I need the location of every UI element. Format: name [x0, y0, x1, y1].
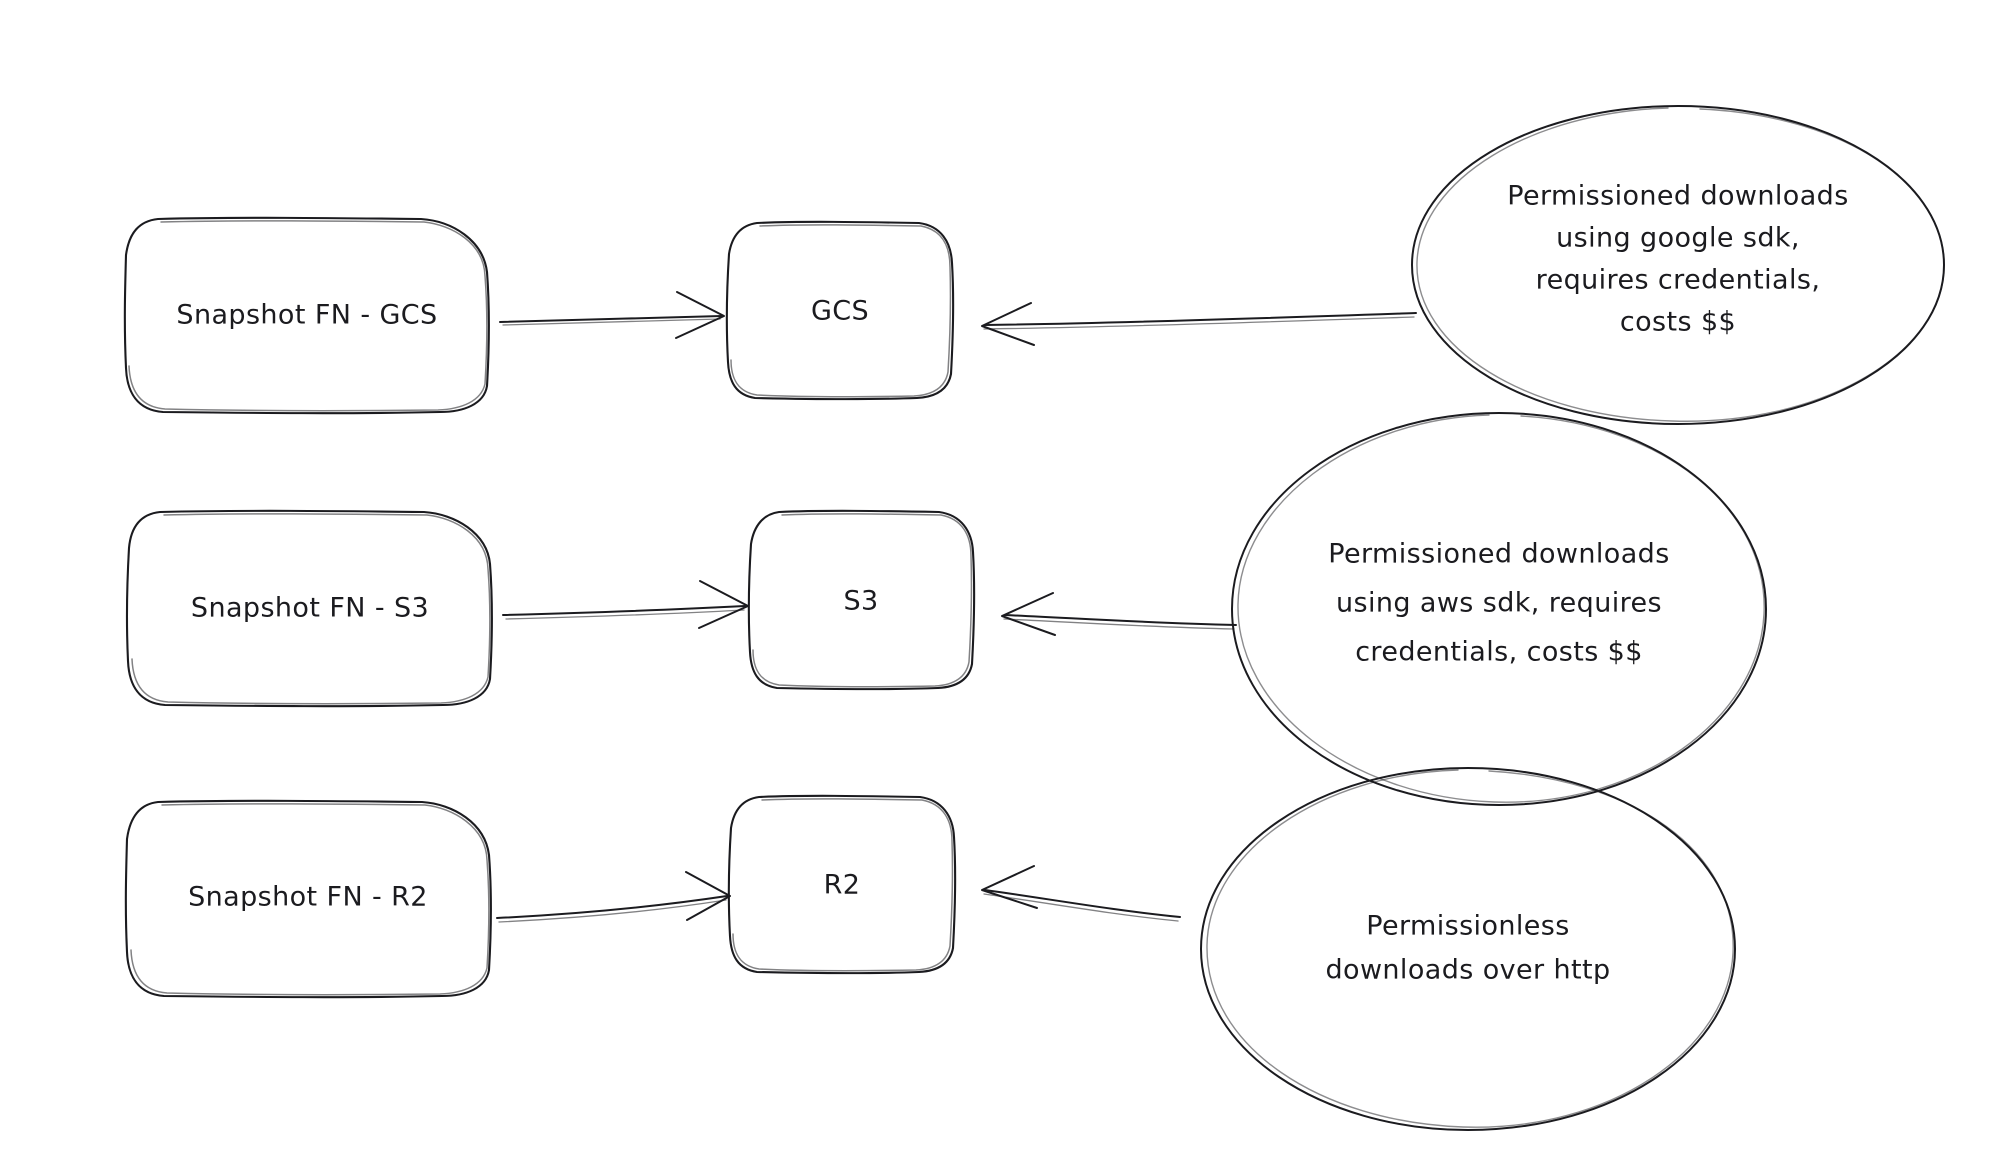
node-r2-outline [727, 794, 957, 975]
arrow-note-s3-shaft-overdraw [1003, 618, 1235, 630]
node-snapshot-fn-r2[interactable]: Snapshot FN - R2 [124, 799, 492, 999]
arrow-snapshot-fn-gcs-to-gcs [499, 291, 725, 339]
node-r2[interactable]: R2 [727, 794, 957, 975]
arrow-note-gcs-shaft-overdraw [983, 316, 1415, 330]
arrow-note-r2-shaft [984, 889, 1181, 918]
arrow-gcs-shaft [499, 315, 723, 323]
note-s3-line-3: credentials, costs $$ [1355, 637, 1643, 668]
note-r2-outline-overdraw [1206, 769, 1734, 1128]
node-snapshot-fn-r2-outline-overdraw [130, 803, 490, 996]
arrow-r2-head [685, 871, 731, 921]
note-gcs-line-2: using google sdk, [1556, 223, 1800, 254]
node-snapshot-fn-r2-outline [124, 799, 492, 999]
node-s3-outline [747, 509, 976, 691]
arrow-r2-shaft-overdraw [498, 899, 727, 923]
note-s3-line-1: Permissioned downloads [1328, 539, 1669, 570]
arrow-note-s3-shaft [1004, 614, 1237, 626]
node-gcs-outline-overdraw [730, 224, 952, 398]
arrow-snapshot-fn-r2-to-r2 [496, 871, 731, 923]
note-s3-line-2: using aws sdk, requires [1336, 588, 1662, 619]
note-gcs-line-3: requires credentials, [1536, 265, 1821, 296]
note-gcs-line-1: Permissioned downloads [1507, 181, 1848, 212]
arrow-gcs-shaft-overdraw [502, 318, 721, 326]
arrow-s3-shaft [502, 605, 746, 616]
arrow-s3-shaft-overdraw [505, 609, 745, 620]
node-snapshot-fn-gcs-outline-overdraw [128, 220, 488, 412]
note-r2-line-2: downloads over http [1325, 955, 1610, 986]
node-snapshot-fn-s3-label: Snapshot FN - S3 [191, 593, 429, 624]
note-r2[interactable]: Permissionless downloads over http [1200, 767, 1736, 1131]
node-gcs-outline [725, 220, 955, 401]
node-s3-label: S3 [843, 586, 878, 617]
arrow-note-r2-head [981, 865, 1038, 909]
node-snapshot-fn-s3-outline-overdraw [131, 513, 491, 705]
note-s3[interactable]: Permissioned downloads using aws sdk, re… [1231, 412, 1767, 806]
node-snapshot-fn-s3[interactable]: Snapshot FN - S3 [125, 509, 493, 708]
node-snapshot-fn-gcs-outline [123, 216, 490, 415]
node-snapshot-fn-gcs[interactable]: Snapshot FN - GCS [123, 216, 490, 415]
arrow-r2-shaft [496, 895, 728, 919]
row-r2: Snapshot FN - R2 R2 Permissionless [124, 767, 1736, 1131]
note-s3-outline-overdraw [1237, 414, 1765, 803]
arrow-note-s3-head [1001, 592, 1056, 636]
note-gcs-line-4: costs $$ [1620, 307, 1736, 338]
node-snapshot-fn-s3-outline [125, 509, 493, 708]
arrow-note-gcs-shaft [984, 312, 1417, 326]
row-s3: Snapshot FN - S3 S3 Permissioned d [125, 412, 1767, 806]
node-s3-outline-overdraw [752, 513, 973, 688]
note-gcs[interactable]: Permissioned downloads using google sdk,… [1411, 105, 1945, 425]
arrow-gcs-head [675, 291, 725, 339]
note-gcs-outline-overdraw [1416, 107, 1945, 422]
node-r2-outline-overdraw [732, 798, 954, 972]
node-snapshot-fn-gcs-label: Snapshot FN - GCS [176, 300, 437, 331]
node-gcs[interactable]: GCS [725, 220, 955, 401]
note-r2-line-1: Permissionless [1366, 911, 1569, 942]
arrow-note-s3-to-s3 [1001, 592, 1237, 636]
node-gcs-label: GCS [811, 296, 869, 327]
node-s3[interactable]: S3 [747, 509, 976, 691]
node-r2-label: R2 [824, 870, 861, 901]
note-r2-outline [1200, 767, 1736, 1131]
arrow-note-gcs-head [981, 302, 1035, 346]
row-gcs: Snapshot FN - GCS GCS [123, 105, 1945, 425]
arrow-note-gcs-to-gcs [981, 302, 1417, 346]
arrow-note-r2-to-r2 [981, 865, 1181, 922]
node-snapshot-fn-r2-label: Snapshot FN - R2 [188, 882, 428, 913]
